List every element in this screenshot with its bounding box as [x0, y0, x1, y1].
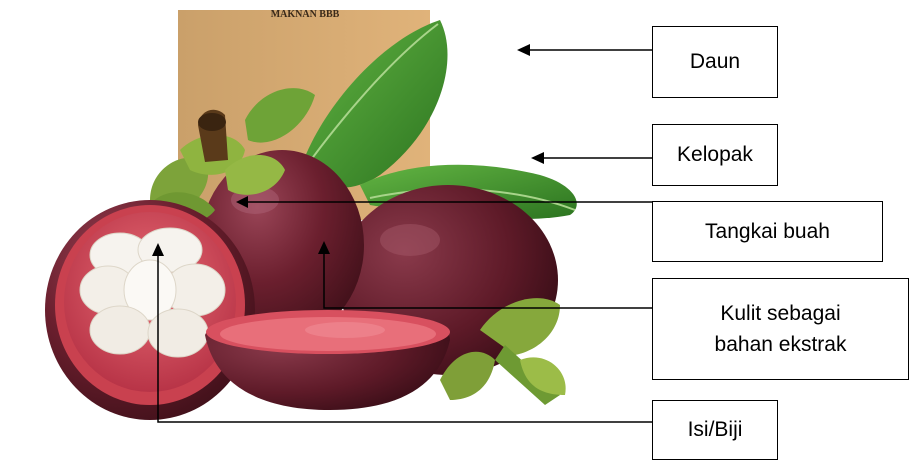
halved-fruit-left: [45, 200, 255, 420]
label-isi-biji: Isi/Biji: [652, 400, 778, 460]
label-isi-text: Isi/Biji: [688, 414, 743, 446]
label-kelopak: Kelopak: [652, 124, 778, 186]
label-daun: Daun: [652, 26, 778, 98]
label-tangkai-text: Tangkai buah: [705, 216, 830, 248]
daun-arrowhead: [517, 44, 530, 56]
label-kulit-line1: Kulit sebagai: [715, 298, 847, 330]
label-daun-text: Daun: [690, 46, 740, 78]
label-tangkai-buah: Tangkai buah: [652, 201, 883, 262]
label-kulit-text: Kulit sebagai bahan ekstrak: [715, 298, 847, 361]
label-kulit: Kulit sebagai bahan ekstrak: [652, 278, 909, 380]
kelopak-arrowhead: [531, 152, 544, 164]
package-text: MAKNAN BBB: [271, 9, 340, 20]
rind-half-front: [205, 310, 450, 410]
label-kelopak-text: Kelopak: [677, 139, 753, 171]
label-kulit-line2: bahan ekstrak: [715, 329, 847, 361]
